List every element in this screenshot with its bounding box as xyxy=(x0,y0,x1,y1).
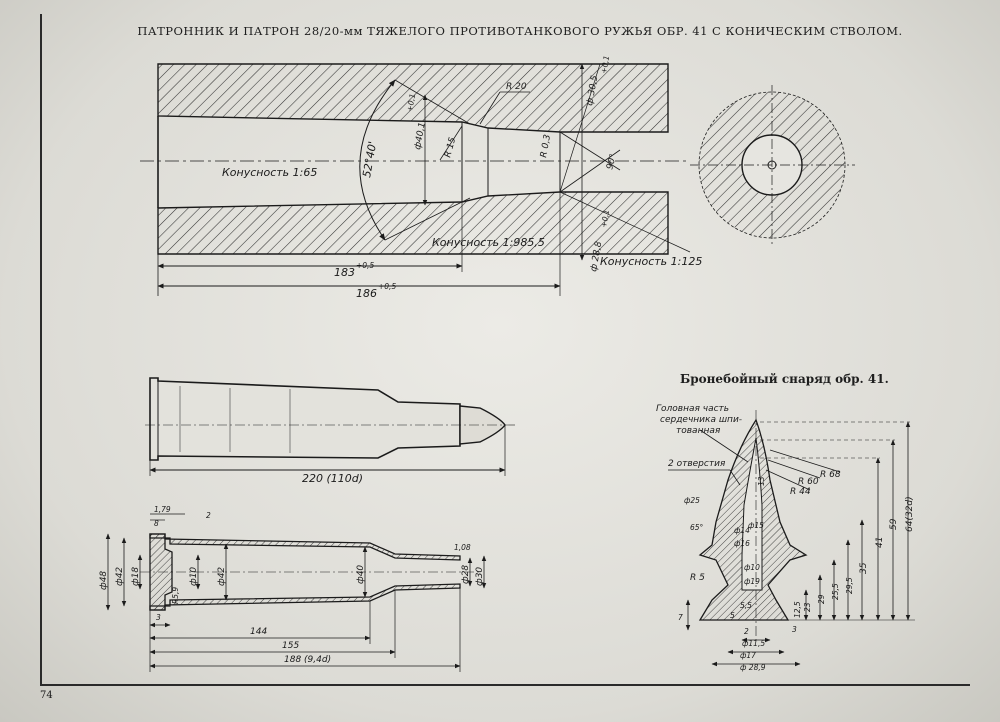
length-183-tolerance: +0,5 xyxy=(356,261,374,270)
taper-1-label: Конусность 1:65 xyxy=(222,166,317,179)
projectile-labels: Головная часть сердечника шпи- тованная … xyxy=(656,404,915,672)
angle-label: 52°40' xyxy=(360,140,379,178)
proj-r68-label: R 68 xyxy=(820,470,841,480)
case-t3-label: 3 xyxy=(156,613,161,622)
proj-l29-label: 29 xyxy=(817,594,826,604)
proj-d14-label: ф14 xyxy=(734,526,750,535)
proj-l295-label: 29,5 xyxy=(845,577,854,594)
case-l188-label: 188 (9,4d) xyxy=(284,655,331,665)
d40-tolerance: +0,1 xyxy=(405,93,417,113)
page-title: ПАТРОННИК И ПАТРОН 28/20-мм ТЯЖЕЛОГО ПРО… xyxy=(137,24,903,38)
case-d40-label: ф40 xyxy=(356,565,366,584)
case-l144-label: 144 xyxy=(250,627,267,637)
proj-l7-label: 7 xyxy=(678,613,683,622)
projectile-core xyxy=(741,437,763,591)
length-183-label: 183 xyxy=(334,266,355,279)
case-r59-label: R5,9 xyxy=(171,587,180,604)
proj-d25-label: ф25 xyxy=(684,496,700,505)
proj-r60-label: R 60 xyxy=(798,477,819,487)
proj-l3-label: 3 xyxy=(792,625,797,634)
case-d30-label: ф30 xyxy=(475,567,485,586)
proj-l59-label: 59 xyxy=(889,518,899,530)
case-t108-label: 1,08 xyxy=(454,543,471,552)
case-d18-label: ф18 xyxy=(131,567,141,586)
proj-l5-label: 5 xyxy=(730,611,735,620)
case-d28-label: ф28 xyxy=(461,565,471,584)
proj-d17-label: ф17 xyxy=(740,651,756,660)
case-l155-label: 155 xyxy=(282,641,299,651)
case-section xyxy=(105,513,487,672)
proj-l35-label: 35 xyxy=(859,562,869,574)
proj-l23-label: 23 xyxy=(803,602,812,612)
case-d10-label: ф10 xyxy=(189,567,199,586)
proj-d10-label: ф10 xyxy=(744,563,760,572)
proj-r44-label: R 44 xyxy=(790,487,811,497)
note-holes: 2 отверстия xyxy=(668,459,726,469)
d40-label: ф40,1 xyxy=(413,121,428,150)
chamber-labels: Конусность 1:65 Конусность 1:985,5 Конус… xyxy=(222,55,702,300)
angle90-label: 90° xyxy=(605,153,619,171)
r15-label: R 15 xyxy=(443,136,458,159)
d28-tolerance: +0,1 xyxy=(599,209,611,229)
case-d42-label: ф42 xyxy=(115,567,125,586)
case-labels: ф48 ф42 ф18 ф10 ф42 ф40 ф28 ф30 R5,9 1,7… xyxy=(99,505,485,665)
proj-d115-label: ф11,5 xyxy=(742,639,765,648)
proj-l55-label: 5,5 xyxy=(740,601,752,610)
d30-tolerance: +0,1 xyxy=(599,55,611,75)
proj-l64-label: 64(32d) xyxy=(905,496,915,532)
chamber-lower-wall xyxy=(157,191,669,255)
proj-a65-label: 65° xyxy=(690,523,704,532)
cartridge-view xyxy=(145,377,515,476)
note-head-line-2: сердечника шпи- xyxy=(660,415,742,425)
case-t179-label: 1,79 xyxy=(154,505,171,514)
projectile-title: Бронебойный снаряд обр. 41. xyxy=(680,372,889,386)
proj-d289-label: ф 28,9 xyxy=(740,663,766,672)
proj-l2-label: 2 xyxy=(744,627,749,636)
bore-cross-section xyxy=(690,85,855,245)
drawing-frame xyxy=(40,14,970,686)
cartridge-case xyxy=(149,377,461,461)
taper-3-label: Конусность 1:125 xyxy=(600,255,702,268)
proj-d15-label: ф15 xyxy=(748,521,764,530)
case-d48-label: ф48 xyxy=(99,571,109,590)
taper-2-label: Конусность 1:985,5 xyxy=(432,236,545,249)
proj-l41-label: 41 xyxy=(875,537,885,548)
proj-d16-label: ф16 xyxy=(734,539,750,548)
cartridge-length-label: 220 (110d) xyxy=(302,472,363,485)
proj-d19-label: ф19 xyxy=(744,577,760,586)
note-head-line-1: Головная часть xyxy=(656,404,729,414)
r03-label: R 0,3 xyxy=(539,133,553,158)
proj-r5-label: R 5 xyxy=(690,573,705,583)
page-number: 74 xyxy=(40,690,53,701)
proj-l255-label: 25,5 xyxy=(831,583,840,600)
projectile-section xyxy=(668,410,915,667)
r20-label: R 20 xyxy=(506,82,527,92)
chamber-upper-wall xyxy=(157,63,669,133)
case-t8-label: 8 xyxy=(154,519,159,528)
length-186-label: 186 xyxy=(356,287,377,300)
case-wall-top xyxy=(149,533,461,561)
length-186-tolerance: +0,5 xyxy=(378,282,396,291)
case-t2-label: 2 xyxy=(206,511,211,520)
proj-l13-label: 13 xyxy=(757,476,766,486)
case-d42b-label: ф42 xyxy=(217,567,227,586)
note-head-line-3: тованная xyxy=(676,426,721,436)
proj-l125-label: 12,5 xyxy=(793,601,802,618)
chamber-section xyxy=(140,63,691,296)
case-wall-bottom xyxy=(149,583,461,611)
